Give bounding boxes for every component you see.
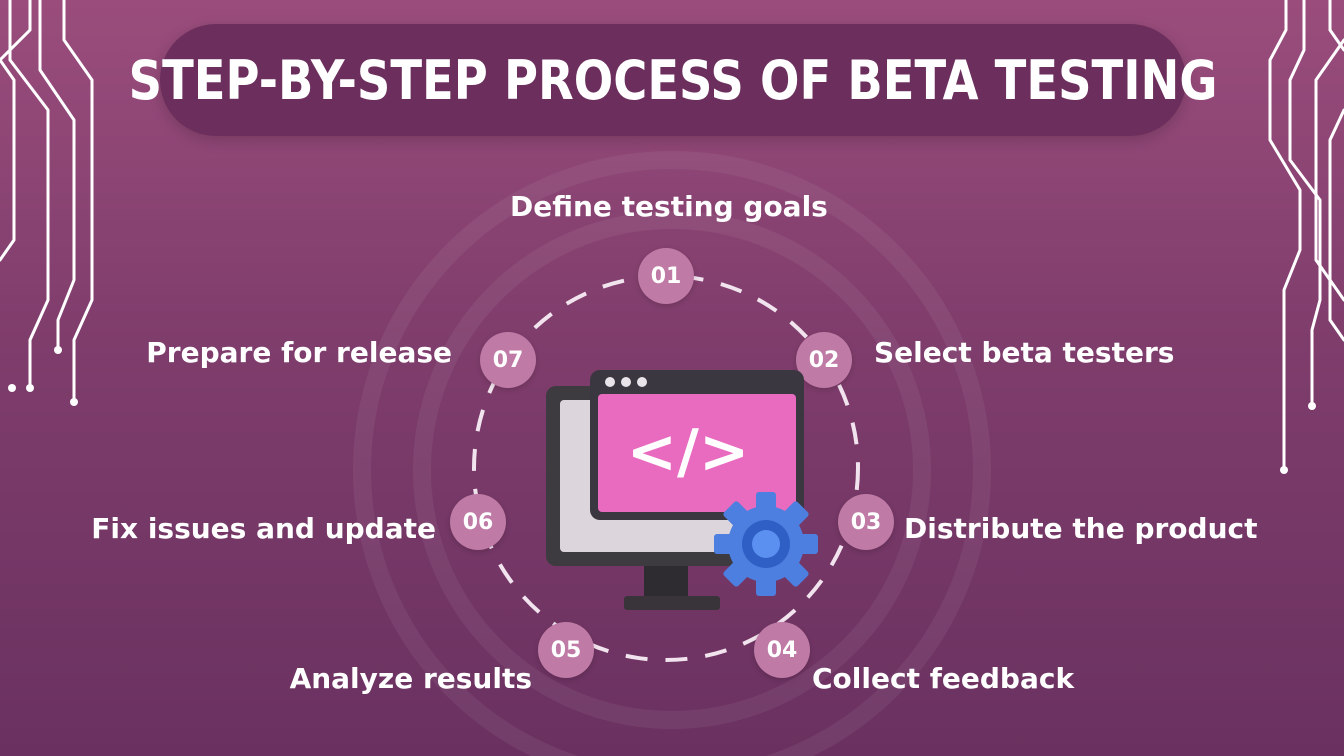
left-circuit-nodes (8, 346, 78, 406)
step-label-06: Fix issues and update (91, 512, 436, 545)
step-badge-01: 01 (638, 248, 694, 304)
step-badge-07: 07 (480, 332, 536, 388)
step-badge-04: 04 (754, 622, 810, 678)
step-badge-03: 03 (838, 494, 894, 550)
right-circuit-lines (1268, 0, 1344, 472)
step-badge-05: 05 (538, 622, 594, 678)
computer-code-icon: </> (546, 370, 818, 610)
step-label-04: Collect feedback (812, 662, 1075, 695)
step-label-05: Analyze results (289, 662, 532, 695)
right-circuit-nodes (1280, 402, 1316, 474)
left-circuit-lines (0, 0, 94, 404)
step-label-01: Define testing goals (510, 190, 828, 223)
gear-icon (714, 492, 818, 596)
code-symbol: </> (627, 417, 749, 487)
step-label-02: Select beta testers (874, 336, 1175, 369)
step-label-03: Distribute the product (904, 512, 1258, 545)
step-label-07: Prepare for release (146, 336, 452, 369)
step-badge-02: 02 (796, 332, 852, 388)
step-badge-06: 06 (450, 494, 506, 550)
page-title: STEP-BY-STEP PROCESS OF BETA TESTING (128, 48, 1218, 112)
title-banner: STEP-BY-STEP PROCESS OF BETA TESTING (129, 24, 1217, 136)
